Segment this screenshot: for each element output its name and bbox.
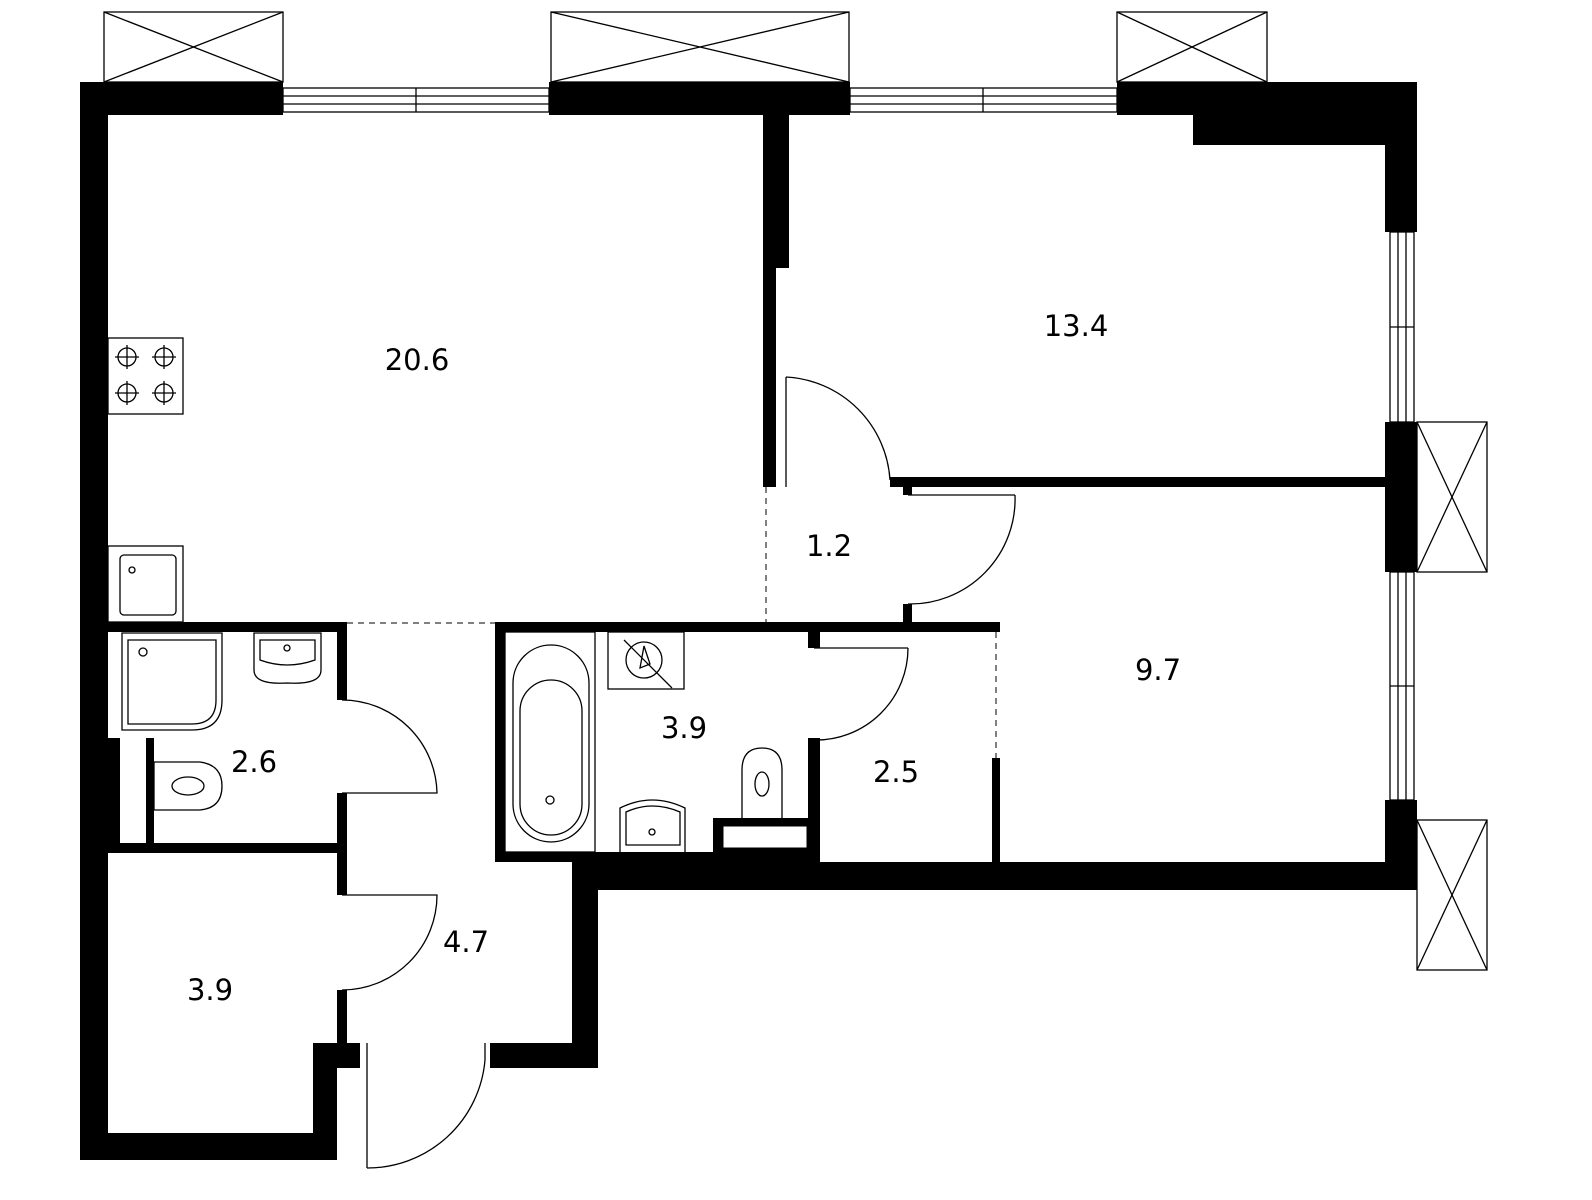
door-storage[interactable] bbox=[341, 894, 438, 991]
stove-icon bbox=[107, 337, 184, 415]
balcony-top-right bbox=[1116, 11, 1268, 83]
room-area-wardrobe: 2.5 bbox=[872, 755, 920, 789]
room-area-bathroom: 3.9 bbox=[660, 711, 708, 745]
shower-icon bbox=[121, 632, 223, 731]
balcony-top-middle bbox=[550, 11, 850, 83]
room-area-hallway: 4.7 bbox=[442, 925, 490, 959]
bath-sink-icon bbox=[619, 799, 686, 852]
room-area-living-kitchen: 20.6 bbox=[384, 343, 450, 377]
room-area-storage-room: 3.9 bbox=[186, 973, 234, 1007]
washing-machine-icon bbox=[607, 631, 685, 690]
door-bedroom-2[interactable] bbox=[907, 494, 1016, 605]
room-area-hall-small: 1.2 bbox=[805, 529, 853, 563]
room-area-bedroom-2: 9.7 bbox=[1134, 653, 1182, 687]
balcony-top-left bbox=[103, 11, 284, 83]
window-right-lower bbox=[1389, 571, 1415, 801]
room-area-wc: 2.6 bbox=[230, 745, 278, 779]
door-wc[interactable] bbox=[341, 699, 438, 794]
bath-toilet-icon bbox=[741, 747, 783, 818]
room-area-bedroom-1: 13.4 bbox=[1043, 309, 1109, 343]
window-top-right bbox=[849, 87, 1118, 113]
door-bathroom[interactable] bbox=[813, 647, 909, 741]
walls bbox=[80, 82, 1417, 1160]
kitchen-sink-icon bbox=[107, 545, 184, 623]
toilet-icon bbox=[153, 761, 223, 811]
balcony-right-lower bbox=[1416, 819, 1488, 971]
door-bedroom-1[interactable] bbox=[785, 376, 891, 487]
window-right-upper bbox=[1389, 231, 1415, 423]
entrance-door[interactable] bbox=[366, 1043, 486, 1169]
balcony-right-upper bbox=[1416, 421, 1488, 573]
wc-sink-icon bbox=[253, 632, 322, 684]
bathtub-icon bbox=[504, 631, 596, 853]
window-top-left bbox=[282, 87, 550, 113]
